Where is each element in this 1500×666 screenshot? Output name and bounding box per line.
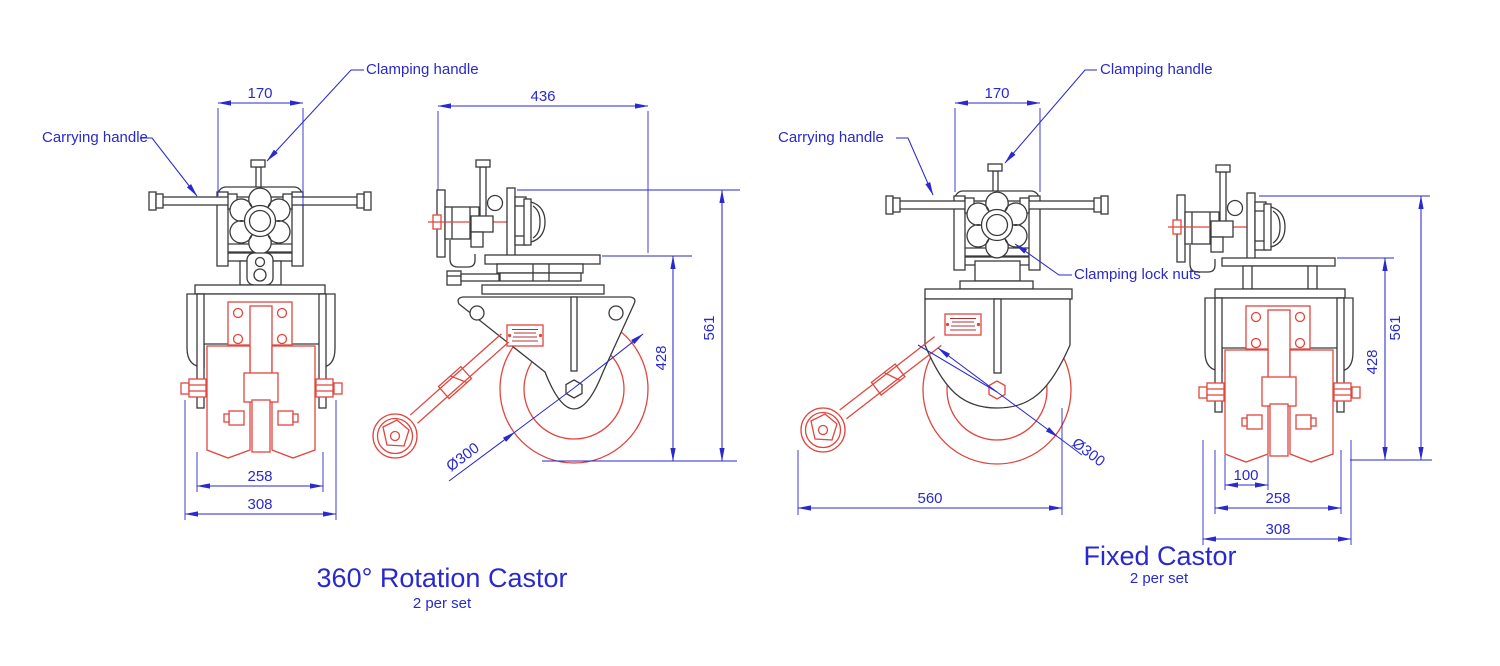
- dim-value: 170: [984, 85, 1009, 102]
- swivel-bottom-plate: [481, 284, 605, 295]
- dim-value: 561: [701, 315, 718, 340]
- label-carrying-handle-right: Carrying handle: [778, 129, 934, 196]
- dim-428-right: 428: [1337, 257, 1394, 461]
- dim-value: 428: [1364, 349, 1381, 374]
- label-clamping-lock-nuts: Clamping lock nuts: [1014, 243, 1201, 283]
- dim-value: 428: [653, 345, 670, 370]
- view-fixed-castor-side: [800, 163, 1109, 465]
- swivel-top-plate: [1221, 257, 1336, 267]
- dim-value: 436: [530, 88, 555, 105]
- dim-308-left: 308: [184, 400, 337, 520]
- axle-hex-nut: [565, 379, 583, 399]
- dim-value: 560: [917, 490, 942, 507]
- dim-560: 560: [797, 408, 1063, 515]
- dim-308-right: 308: [1202, 440, 1352, 545]
- view-360-castor-front: [148, 159, 372, 459]
- swing-arm: [409, 333, 510, 424]
- center-slot: [993, 298, 1002, 374]
- view-fixed-castor-front: [1167, 164, 1361, 463]
- dim-170-right: 170: [954, 85, 1041, 192]
- mounting-plate: [1214, 288, 1346, 299]
- drawing-title: 360° Rotation Castor: [317, 563, 568, 593]
- dim-436: 436: [437, 88, 649, 253]
- svg-text:Carrying handle: Carrying handle: [778, 129, 884, 146]
- svg-text:Clamping lock nuts: Clamping lock nuts: [1074, 266, 1201, 283]
- side-bolt: [446, 270, 462, 286]
- dim-428-left: 428: [602, 255, 692, 462]
- drawing-title: Fixed Castor: [1083, 541, 1236, 571]
- body-top-plate: [924, 288, 1073, 300]
- view-360-castor-side: [372, 159, 649, 464]
- leader-line: [1014, 243, 1072, 276]
- dim-561-right: 561: [1259, 195, 1432, 461]
- leader-line: [1004, 69, 1097, 164]
- dim-561-left: 561: [517, 189, 740, 462]
- dim-258-right: 258: [1214, 450, 1342, 514]
- swing-arm: [839, 336, 942, 420]
- fork-side-plate: [457, 296, 636, 410]
- dim-value: 561: [1387, 315, 1404, 340]
- leader-line: [896, 137, 934, 196]
- drawing-subtitle: 2 per set: [1130, 570, 1189, 587]
- dim-value: 308: [247, 496, 272, 513]
- svg-text:Clamping handle: Clamping handle: [366, 61, 479, 78]
- dim-258-left: 258: [196, 452, 324, 492]
- dim-value: Ø300: [1069, 435, 1109, 471]
- dim-value: 258: [247, 468, 272, 485]
- label-clamping-handle-left: Clamping handle: [266, 61, 479, 162]
- dim-value: Ø300: [443, 440, 483, 476]
- dim-170-left: 170: [217, 85, 304, 208]
- swivel-top-plate: [484, 254, 601, 265]
- mounting-plate: [194, 284, 326, 295]
- svg-text:Carrying handle: Carrying handle: [42, 129, 148, 146]
- dim-100: 100: [1224, 455, 1269, 490]
- center-slot: [570, 296, 578, 372]
- title-fixed-castor: Fixed Castor 2 per set: [1083, 541, 1236, 587]
- drawing-subtitle: 2 per set: [413, 595, 472, 612]
- title-360-castor: 360° Rotation Castor 2 per set: [317, 563, 568, 612]
- dim-value: 170: [247, 85, 272, 102]
- label-carrying-handle-left: Carrying handle: [42, 129, 198, 197]
- label-clamping-handle-right: Clamping handle: [1004, 61, 1213, 164]
- dim-value: 258: [1265, 490, 1290, 507]
- leader-line: [140, 137, 198, 197]
- dim-value: 100: [1233, 467, 1258, 484]
- dim-value: 308: [1265, 521, 1290, 538]
- leader-line: [266, 69, 364, 162]
- svg-text:Clamping handle: Clamping handle: [1100, 61, 1213, 78]
